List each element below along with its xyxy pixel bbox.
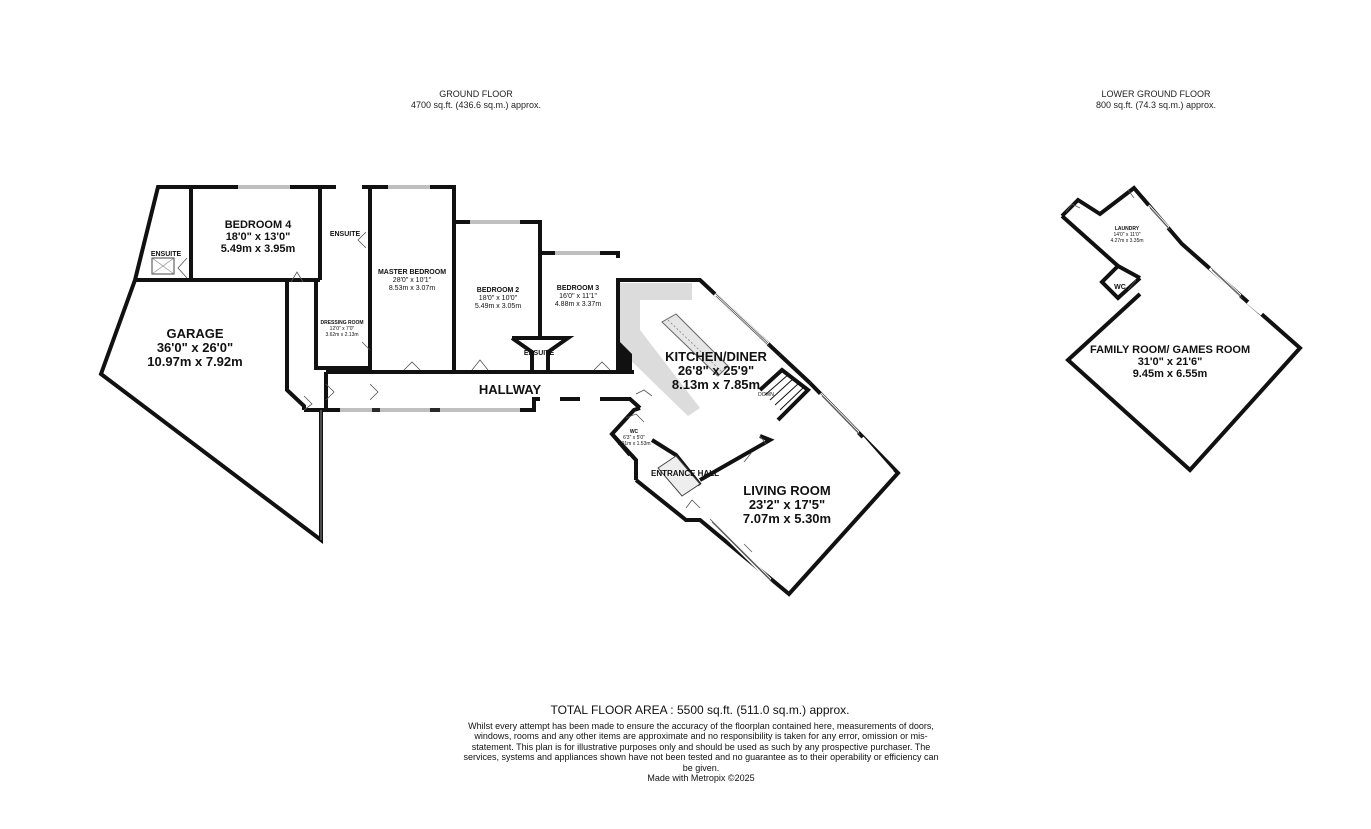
lower-ground-floor-area: 800 sq.ft. (74.3 sq.m.) approx. [1095,100,1217,110]
disclaimer: Whilst every attempt has been made to en… [462,721,940,783]
wall-pier [618,340,632,372]
room-dim-metric: 4.27m x 3.35m [1110,238,1144,244]
lower-floor-window-lines [1147,204,1243,299]
room-label-living-room: LIVING ROOM 23'2" x 17'5" 7.07m x 5.30m [712,484,862,526]
room-dim-imperial: 18'0" x 13'0" [225,231,291,243]
ground-floor-header: GROUND FLOOR 4700 sq.ft. (436.6 sq.m.) a… [376,89,576,111]
room-name: KITCHEN/DINER [665,349,767,364]
room-name: DRESSING ROOM [320,320,364,326]
room-label-ensuite-2: ENSUITE [322,231,368,239]
window-lines [238,185,861,583]
room-dim-imperial: 23'2" x 17'5" [748,497,826,512]
room-label-kitchen-diner: KITCHEN/DINER 26'8" x 25'9" 8.13m x 7.85… [642,350,790,392]
room-label-dressing-room: DRESSING ROOM 12'0" x 7'0" 3.62m x 2.13m [318,320,366,338]
room-name: ENTRANCE HALL [651,469,719,478]
stairs [764,373,805,411]
room-label-wc-lower: WC [1106,284,1134,292]
room-name: BEDROOM 2 [476,287,520,294]
room-dim-metric: 10.97m x 7.92m [147,354,243,369]
entrance-feature [657,455,701,497]
room-dim-metric: 1.91m x 1.53m [617,441,651,447]
room-dim-metric: 4.88m x 3.37m [554,301,602,308]
room-dim-metric: 3.62m x 2.13m [325,332,359,338]
door-swings [177,231,767,553]
room-label-ensuite-3: ENSUITE [514,350,564,358]
stairs-down-label: DOWN [756,392,776,398]
room-label-family-room: FAMILY ROOM/ GAMES ROOM 31'0" x 21'6" 9.… [1090,344,1250,380]
room-name: LIVING ROOM [743,483,831,498]
room-label-bedroom-3: BEDROOM 3 16'0" x 11'1" 4.88m x 3.37m [540,285,616,309]
room-name: ENSUITE [329,231,361,238]
room-name: HALLWAY [478,382,542,397]
lower-floor-walls [1060,185,1303,473]
room-dim-imperial: 14'0" x 11'0" [1113,232,1141,238]
room-name: BEDROOM 3 [556,285,600,292]
room-dim-imperial: 16'0" x 11'1" [559,293,597,300]
room-dim-metric: 7.07m x 5.30m [742,511,832,526]
room-name: WC [629,429,639,435]
room-label-wc: WC 6'3" x 5'0" 1.91m x 1.53m [614,429,654,447]
disclaimer-text: Whilst every attempt has been made to en… [463,721,939,773]
total-floor-area: TOTAL FLOOR AREA : 5500 sq.ft. (511.0 sq… [550,703,850,717]
room-name: FAMILY ROOM/ GAMES ROOM [1090,344,1251,356]
lower-ground-floor-header: LOWER GROUND FLOOR 800 sq.ft. (74.3 sq.m… [1056,89,1256,111]
room-dim-imperial: 12'0" x 7'0" [329,326,355,332]
room-name: MASTER BEDROOM [377,269,447,276]
room-label-garage: GARAGE 36'0" x 26'0" 10.97m x 7.92m [120,327,270,369]
shower-tray [151,257,175,275]
room-name: GARAGE [166,326,224,341]
room-label-hallway: HALLWAY [460,383,560,397]
room-dim-imperial: 31'0" x 21'6" [1137,356,1203,368]
ground-floor-area: 4700 sq.ft. (436.6 sq.m.) approx. [410,100,542,110]
room-name: ENSUITE [150,251,182,258]
room-label-master-bedroom: MASTER BEDROOM 28'0" x 10'1" 8.53m x 3.0… [372,269,452,293]
room-name: LAUNDRY [1114,226,1140,232]
room-label-ensuite-1: ENSUITE [143,251,189,259]
room-dim-metric: 8.53m x 3.07m [388,285,436,292]
room-label-laundry: LAUNDRY 14'0" x 11'0" 4.27m x 3.35m [1100,226,1154,244]
room-label-bedroom-2: BEDROOM 2 18'0" x 10'0" 5.49m x 3.05m [458,287,538,311]
room-label-entrance-hall: ENTRANCE HALL [640,470,730,478]
room-dim-imperial: 28'0" x 10'1" [392,277,432,284]
room-dim-metric: 8.13m x 7.85m [671,377,761,392]
room-dim-imperial: 26'8" x 25'9" [677,363,755,378]
lower-floor-door-swings [1065,189,1137,291]
room-name: WC [1114,284,1126,291]
room-label-bedroom-4: BEDROOM 4 18'0" x 13'0" 5.49m x 3.95m [198,219,318,255]
room-name: ENSUITE [523,350,555,357]
room-dim-imperial: 36'0" x 26'0" [156,340,234,355]
lower-ground-floor-title: LOWER GROUND FLOOR [1101,89,1211,99]
ground-floor-title: GROUND FLOOR [439,89,513,99]
metropix-credit: Made with Metropix ©2025 [647,773,755,784]
room-dim-metric: 9.45m x 6.55m [1132,368,1208,380]
room-dim-imperial: 6'3" x 5'0" [623,435,645,441]
room-name: BEDROOM 4 [224,219,292,231]
room-dim-metric: 5.49m x 3.95m [220,243,296,255]
room-dim-metric: 5.49m x 3.05m [474,303,522,310]
stairs-label-text: DOWN [758,392,774,398]
room-dim-imperial: 18'0" x 10'0" [478,295,518,302]
kitchen-island [620,283,729,416]
